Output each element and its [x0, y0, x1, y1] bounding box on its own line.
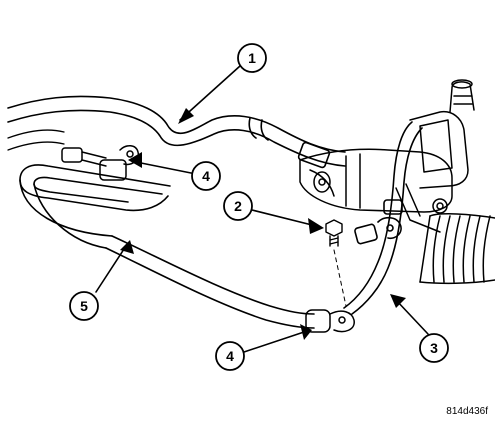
svg-text:4: 4 — [202, 168, 210, 184]
callout-4-upper: 4 — [191, 161, 221, 191]
svg-text:3: 3 — [430, 340, 438, 356]
arrowheads — [120, 108, 406, 340]
svg-text:1: 1 — [248, 50, 256, 66]
callout-5: 5 — [69, 291, 99, 321]
upper-clamp — [61, 145, 140, 181]
callout-4-lower: 4 — [215, 341, 245, 371]
callout-3: 3 — [419, 333, 449, 363]
figure-id: 814d436f — [446, 406, 488, 417]
lower-clamp — [305, 309, 355, 333]
pressure-hose — [7, 95, 346, 169]
callout-2: 2 — [223, 191, 253, 221]
leader-lines — [95, 65, 429, 353]
svg-text:4: 4 — [226, 348, 234, 364]
return-hose — [343, 121, 423, 315]
steering-gear — [299, 79, 495, 285]
cooler-loop — [19, 164, 315, 329]
svg-text:2: 2 — [234, 198, 242, 214]
callout-1: 1 — [237, 43, 267, 73]
bolt — [325, 219, 347, 307]
background-hose — [7, 129, 65, 151]
svg-text:5: 5 — [80, 298, 88, 314]
